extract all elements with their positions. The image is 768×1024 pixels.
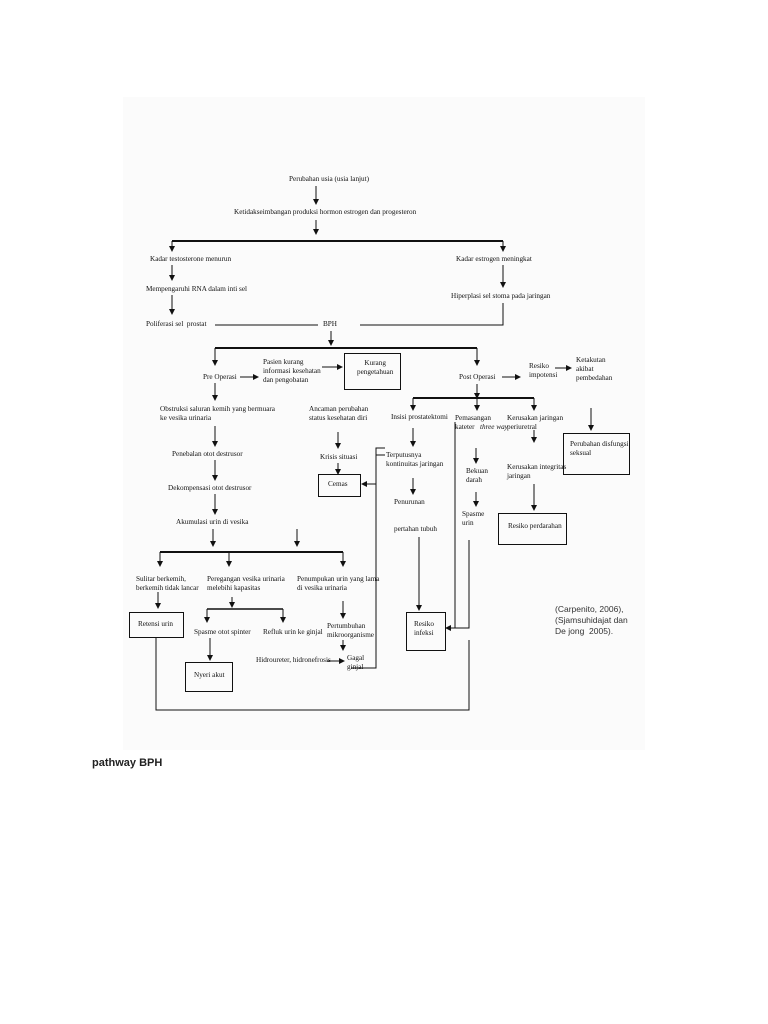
node-kurang-pengetahuan: Kurang pengetahuan — [357, 359, 394, 376]
node-retensi-urin: Retensi urin — [138, 620, 173, 628]
box-disfungsi-seksual — [563, 433, 630, 475]
arrow-insisi-n19 — [361, 447, 385, 487]
arrow-bottom-return — [153, 627, 470, 711]
arrow-n28-n42 — [446, 540, 470, 629]
node-kerusakan-integritas: Kerusakan integritas jaringan — [507, 463, 567, 480]
node-bekuan-darah: Bekuan darah — [466, 467, 488, 484]
node-ancaman-perubahan: Ancaman perubahan status kesehatan diri — [309, 405, 369, 422]
box-cemas — [318, 474, 361, 497]
node-insisi-prostatektomi: Insisi prostatektomi — [391, 413, 448, 421]
node-akumulasi-urin: Akumulasi urin di vesika — [176, 518, 249, 526]
node-kerusakan-jaringan: Kerusakan jaringan periuretral — [507, 414, 564, 431]
node-sulitar-berkemih: Sulitar berkemih, berkemih tidak lancar — [136, 575, 199, 592]
node-pemasangan-kateter: Pemasangan kateter — [455, 414, 491, 431]
node-obstruksi-saluran: Obstruksi saluran kemih yang bermuara ke… — [160, 405, 275, 422]
box-resiko-infeksi — [406, 612, 446, 651]
node-resiko-infeksi: Resiko infeksi — [414, 620, 434, 637]
box-kurang-pengetahuan — [344, 353, 401, 390]
node-disfungsi-seksual: Perubahan disfungsi seksual — [570, 440, 629, 457]
node-testosterone-menurun: Kadar testosterone menurun — [150, 255, 232, 263]
box-resiko-perdarahan — [498, 513, 567, 545]
node-penumpukan-urin: Penumpukan urin yang lama di vesika urin… — [297, 575, 380, 592]
figure-caption: pathway BPH — [92, 757, 163, 769]
node-spasme-urin: Spasme urin — [462, 510, 485, 527]
node-terputusnya-kontinuitas: Terputusnya kontinuitas jaringan — [386, 451, 444, 468]
node-hiperplasi: Hiperplasi sel stoma pada jaringan — [451, 292, 551, 300]
arrow-kateter-n42 — [445, 422, 456, 631]
box-retensi-urin — [129, 612, 184, 638]
node-three-way: three way — [480, 423, 508, 431]
box-nyeri-akut — [185, 662, 233, 692]
node-pertumbuhan-mikroorganisme: Pertumbuhan mikroorganisme — [327, 622, 374, 639]
node-dekompensasi-otot: Dekompensasi otot destrusor — [168, 484, 252, 492]
line-insisi-down — [351, 454, 385, 669]
node-mempengaruhi-rna: Mempengaruhi RNA dalam inti sel — [146, 285, 248, 293]
node-post-operasi: Post Operasi — [459, 373, 496, 381]
node-spasme-otot-spinter: Spasme otot spinter — [194, 628, 251, 636]
node-perubahan-usia: Perubahan usia (usia lanjut) — [289, 175, 370, 183]
node-pasien-kurang-informasi: Pasien kurang informasi kesehatan dan pe… — [263, 358, 321, 384]
node-hidroureter: Hidroureter, hidronefrosis — [256, 656, 331, 664]
node-cemas: Cemas — [328, 480, 348, 488]
node-peregangan-vesika: Peregangan vesika urinaria melebihi kapa… — [207, 575, 285, 592]
node-penurunan-pertahanan: Penurunan pertahan tubuh — [394, 498, 437, 533]
node-resiko-impotensi: Resiko impotensi — [529, 362, 558, 379]
node-nyeri-akut: Nyeri akut — [194, 671, 225, 679]
node-ketakutan-pembedahan: Ketakutan akibat pembedahan — [576, 356, 613, 382]
node-pre-operasi: Pre Operasi — [203, 373, 237, 381]
node-penebalan-otot: Penebalan otot destrusor — [172, 450, 243, 458]
node-refluk-urin: Refluk urin ke ginjal — [263, 628, 323, 636]
node-resiko-perdarahan: Resiko perdarahan — [508, 522, 562, 530]
citation-sources: (Carpenito, 2006), (Sjamsuhidajat dan De… — [555, 604, 628, 636]
node-ketidakseimbangan-hormon: Ketidakseimbangan produksi hormon estrog… — [234, 208, 417, 216]
node-estrogen-meningkat: Kadar estrogen meningkat — [456, 255, 532, 263]
line-n7-bph — [360, 303, 504, 326]
node-krisis-situasi: Krisis situasi — [320, 453, 358, 461]
node-poliferasi-sel: Poliferasi sel prostat — [146, 320, 207, 328]
node-bph: BPH — [323, 320, 337, 328]
node-gagal-ginjal: Gagal ginjal — [347, 654, 365, 671]
